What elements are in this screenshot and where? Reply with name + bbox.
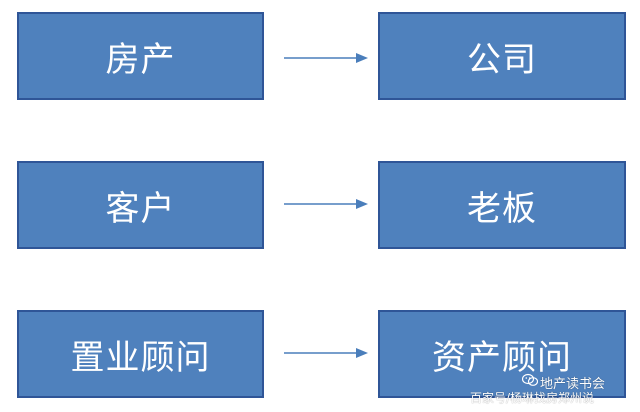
box-sales-consultant: 置业顾问 [17,310,264,398]
box-asset-consultant-label: 资产顾问 [432,337,572,378]
watermark-account-name: 地产读书会 [540,377,606,392]
box-company-label: 公司 [467,39,537,80]
box-sales-consultant-label: 置业顾问 [70,337,211,378]
box-boss-label: 老板 [467,188,537,229]
box-boss: 老板 [378,161,626,249]
box-property: 房产 [17,12,264,100]
right-arrow-icon [284,53,368,63]
watermark-source: 百家号/杨琳找房郑州说 [470,391,595,405]
box-customer: 客户 [17,161,264,249]
box-property-label: 房产 [105,39,176,80]
box-company: 公司 [378,12,626,100]
right-arrow-icon [284,199,368,209]
right-arrow-icon [284,348,368,358]
box-customer-label: 客户 [105,188,176,229]
watermark: 地产读书会 百家号/杨琳找房郑州说 [470,371,635,405]
box-asset-consultant: 资产顾问 [378,310,626,398]
wechat-logo-icon [522,373,538,386]
